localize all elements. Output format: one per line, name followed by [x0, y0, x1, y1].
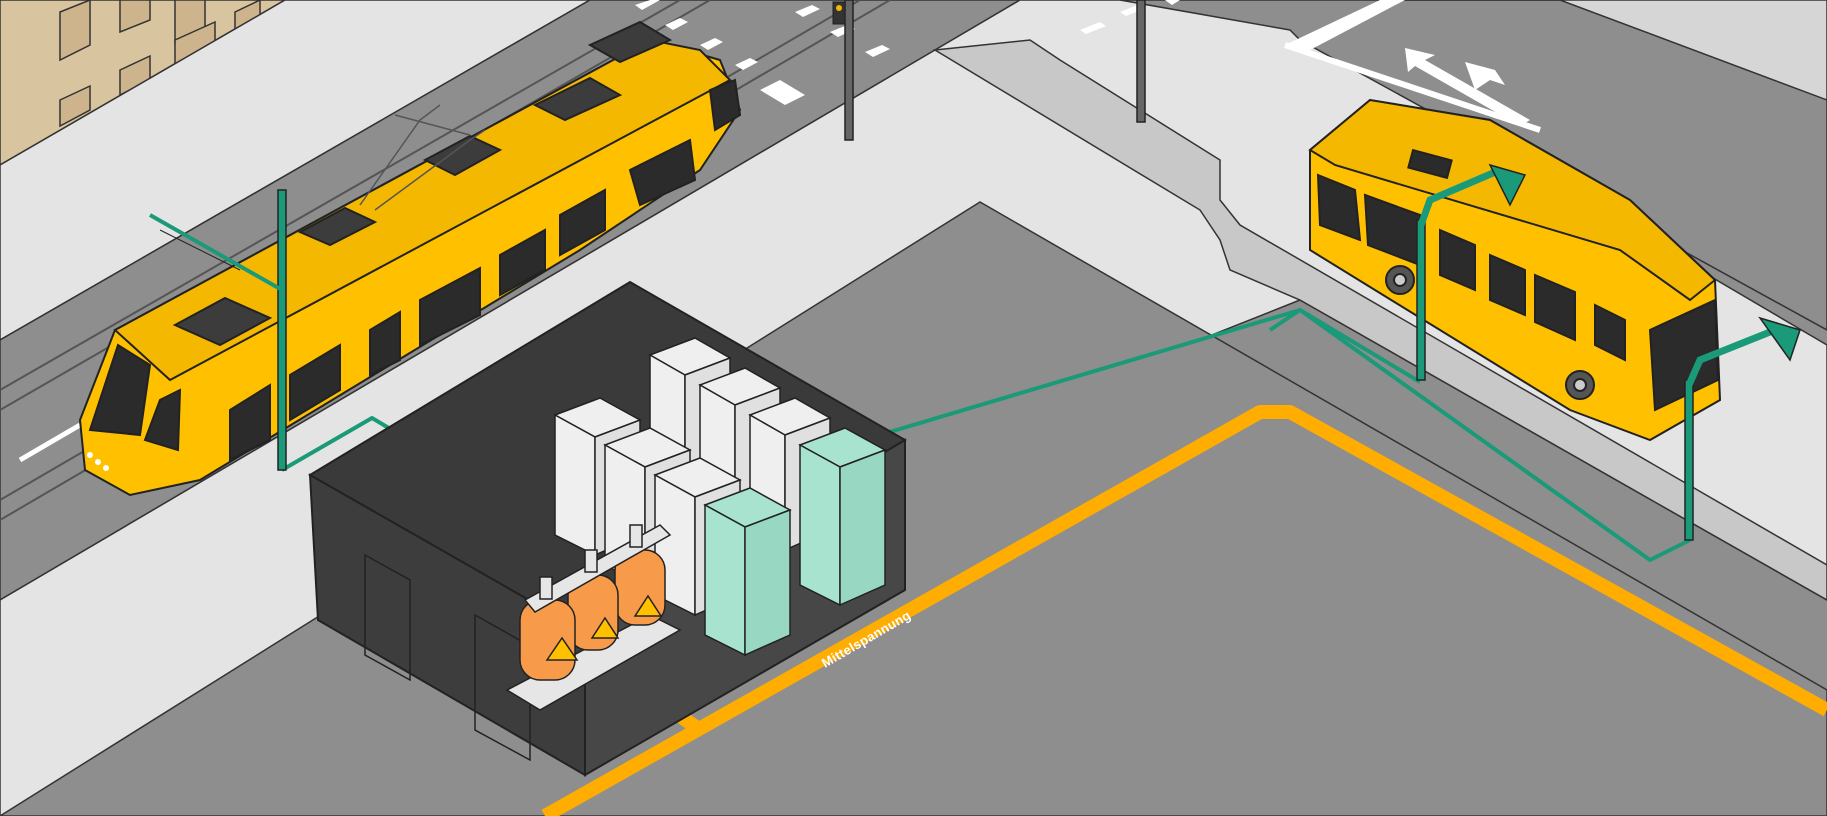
- bus-pole: [1416, 163, 1801, 541]
- tram-pole: [149, 189, 287, 471]
- pantograph: [359, 104, 486, 211]
- transformer: [505, 524, 682, 711]
- crosswalk: [635, 0, 890, 105]
- lane-arrow-icon: [1405, 48, 1530, 126]
- high-voltage-warning-icon: [545, 594, 663, 661]
- traffic-light-icon: [832, 0, 1146, 141]
- right-sidewalk: [1390, 0, 1827, 101]
- tram: [78, 20, 742, 497]
- feeder-cable: [280, 308, 1691, 562]
- lane-line: [1285, 0, 1405, 50]
- switchgear-cabinets: [553, 337, 887, 657]
- curb-strip: [932, 39, 1827, 601]
- lane-marking: [18, 422, 82, 463]
